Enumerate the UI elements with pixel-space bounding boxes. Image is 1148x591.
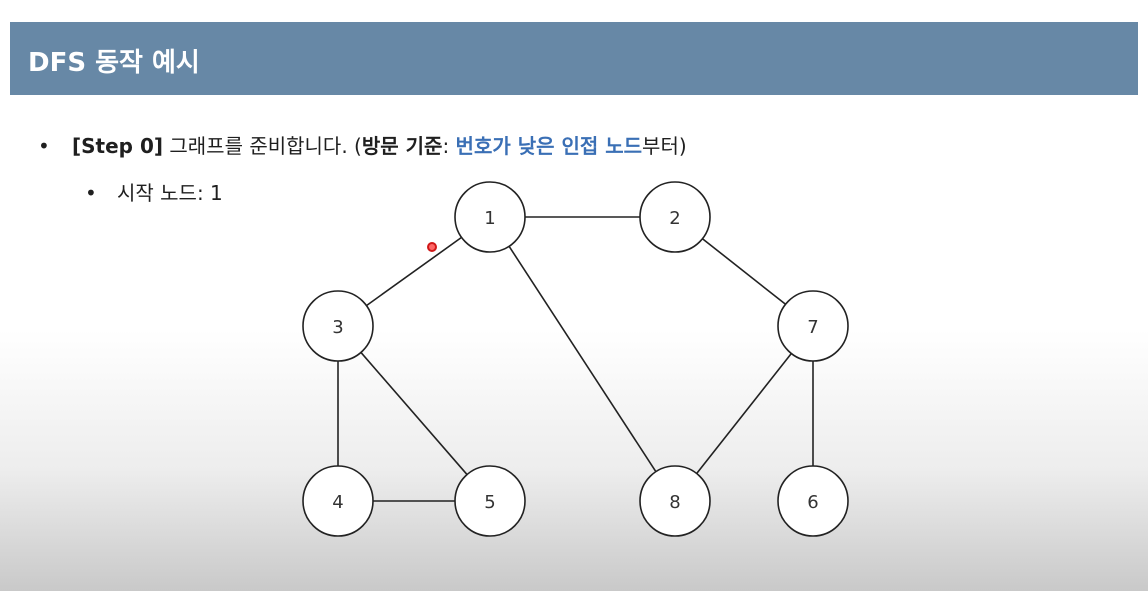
node-label: 1 bbox=[484, 208, 495, 229]
edge-3-5 bbox=[360, 351, 468, 476]
step-bullet-line: • [Step 0] 그래프를 준비합니다. (방문 기준: 번호가 낮은 인접 … bbox=[38, 130, 687, 159]
graph-edges bbox=[337, 216, 814, 502]
graph-node-8: 8 bbox=[639, 465, 711, 537]
bullet-dot: • bbox=[38, 134, 50, 158]
bullet-dot: • bbox=[85, 181, 97, 205]
start-node-text: 시작 노드: 1 bbox=[117, 181, 223, 205]
graph-node-4: 4 bbox=[302, 465, 374, 537]
node-label: 8 bbox=[669, 492, 680, 513]
node-circle bbox=[302, 290, 374, 362]
node-circle bbox=[777, 465, 849, 537]
title-bar: DFS 동작 예시 bbox=[10, 22, 1138, 95]
graph-node-6: 6 bbox=[777, 465, 849, 537]
node-label: 3 bbox=[332, 317, 343, 338]
edge-1-8 bbox=[508, 245, 657, 473]
node-label: 4 bbox=[332, 492, 343, 513]
node-label: 7 bbox=[807, 317, 818, 338]
criteria-value: 번호가 낮은 인접 노드 bbox=[455, 134, 643, 158]
node-circle bbox=[454, 181, 526, 253]
graph-node-3: 3 bbox=[302, 290, 374, 362]
node-circle bbox=[454, 465, 526, 537]
edge-2-7 bbox=[701, 238, 787, 305]
start-node-bullet-line: • 시작 노드: 1 bbox=[85, 177, 223, 206]
node-circle bbox=[302, 465, 374, 537]
edge-7-8 bbox=[696, 352, 792, 475]
node-circle bbox=[639, 465, 711, 537]
mouse-pointer-dot bbox=[427, 242, 437, 252]
node-label: 2 bbox=[669, 208, 680, 229]
graph-node-1: 1 bbox=[454, 181, 526, 253]
node-circle bbox=[639, 181, 711, 253]
page-title: DFS 동작 예시 bbox=[28, 48, 200, 78]
criteria-colon: : bbox=[442, 134, 456, 158]
graph-node-5: 5 bbox=[454, 465, 526, 537]
graph-nodes: 1 2 3 7 4 5 8 6 bbox=[302, 181, 849, 537]
step-text: 그래프를 준비합니다. ( bbox=[163, 134, 362, 158]
criteria-suffix: 부터) bbox=[642, 134, 687, 158]
graph-node-7: 7 bbox=[777, 290, 849, 362]
node-label: 5 bbox=[484, 492, 495, 513]
edge-1-3 bbox=[365, 236, 463, 307]
step-label: [Step 0] bbox=[72, 134, 164, 158]
graph-node-2: 2 bbox=[639, 181, 711, 253]
node-circle bbox=[777, 290, 849, 362]
node-label: 6 bbox=[807, 492, 818, 513]
criteria-label: 방문 기준 bbox=[361, 134, 443, 158]
